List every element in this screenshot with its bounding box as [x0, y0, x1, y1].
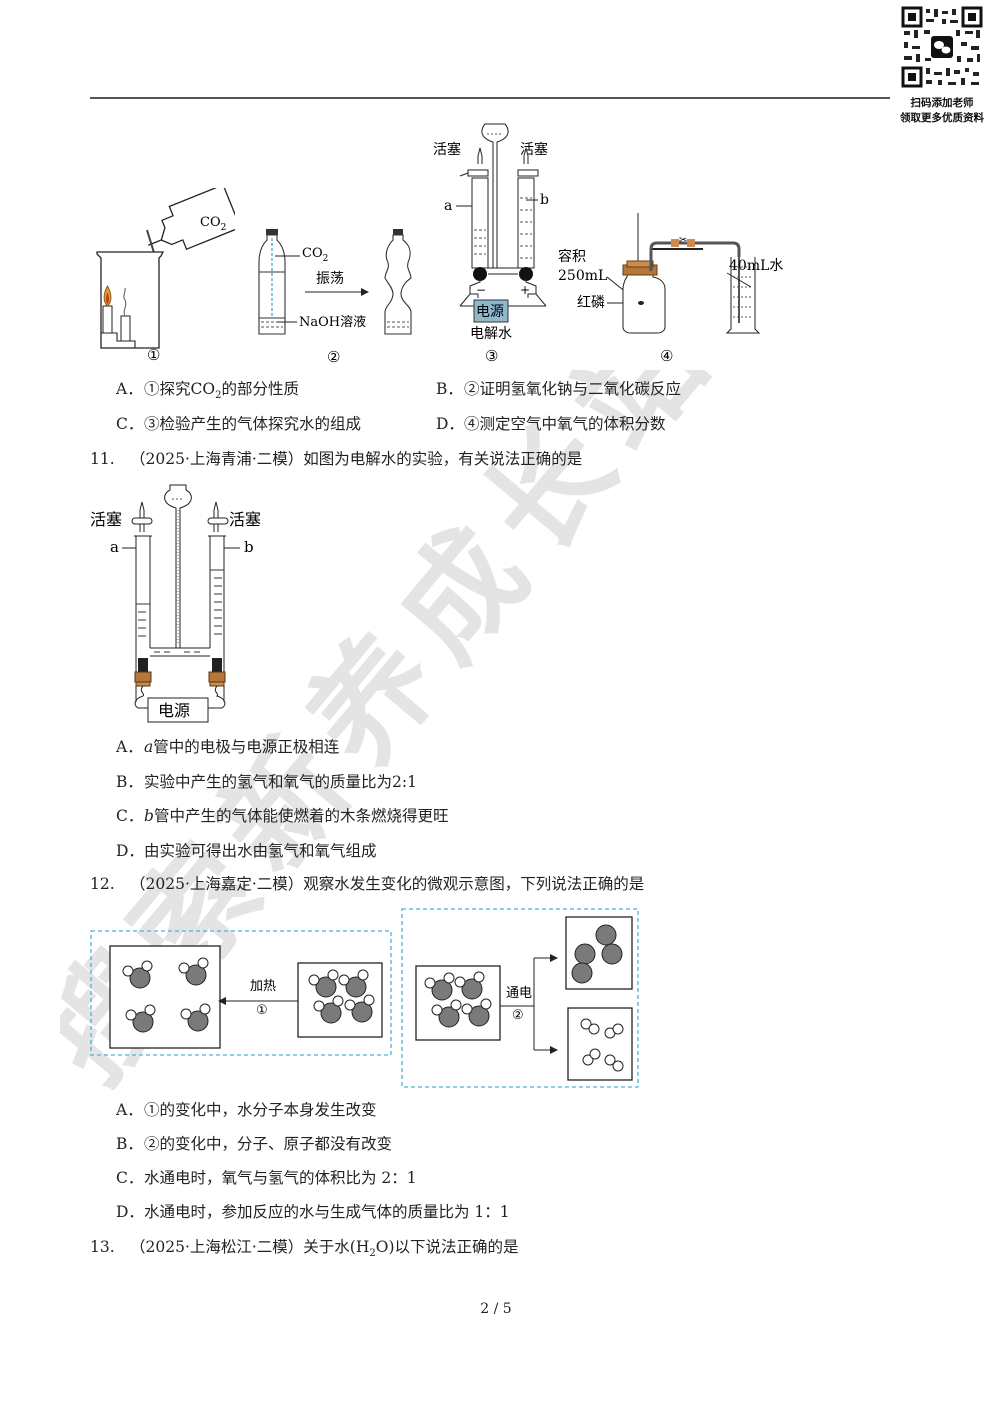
q12-option-b[interactable]: B．②的变化中，分子、原子都没有改变	[116, 1135, 393, 1153]
q11-tube-b: b	[244, 538, 254, 556]
figure-1-co2-candles: CO2 ①	[96, 188, 235, 363]
figure-3-electrolysis: 活塞 活塞 a b − + 电源 电解水 ③	[433, 123, 549, 365]
page-number: 2 / 5	[480, 1301, 512, 1317]
fig3-tube-b: b	[540, 192, 549, 208]
process2-frame	[401, 908, 639, 1088]
process1-num: ①	[256, 1003, 268, 1018]
q11-option-c[interactable]: C．b管中产生的气体能使燃着的木条燃烧得更旺	[116, 807, 449, 825]
fig4-water: 40mL水	[729, 258, 783, 274]
process1-frame	[90, 930, 392, 1056]
qr-caption-line2: 领取更多优质资料	[900, 112, 984, 124]
q11-left-valve: 活塞	[90, 510, 122, 529]
fig3-caption: ③	[485, 347, 498, 365]
q13-stem: 13.（2025·上海松江·二模）关于水(H2O)以下说法正确的是	[90, 1238, 519, 1260]
q11-stem: 11.（2025·上海青浦·二模）如图为电解水的实验，有关说法正确的是	[90, 450, 583, 468]
qr-caption-line1: 扫码添加老师	[910, 97, 974, 109]
q12-option-d[interactable]: D．水通电时，参加反应的水与生成气体的质量比为 1：1	[116, 1203, 510, 1221]
fig4-phosphorus: 红磷	[577, 295, 605, 311]
q11-power: 电源	[158, 701, 190, 720]
figure-2-naoh-bottle: CO2 振荡 NaOH溶液 ②	[258, 229, 412, 366]
fig2-gas-label: CO2	[302, 246, 328, 264]
svg-text:✂: ✂	[679, 235, 687, 246]
q11-option-a[interactable]: A．a管中的电极与电源正极相连	[116, 738, 340, 756]
q11-electrolysis-figure: 活塞 活塞 a b 电源	[90, 484, 261, 723]
q10-option-b[interactable]: B．②证明氢氧化钠与二氧化碳反应	[436, 380, 682, 398]
q12-option-c[interactable]: C．水通电时，氧气与氢气的体积比为 2：1	[116, 1169, 417, 1187]
qr-code-icon[interactable]	[901, 6, 983, 88]
fig3-tube-a: a	[444, 198, 452, 214]
q11-option-d[interactable]: D．由实验可得出水由氢气和氧气组成	[116, 842, 377, 860]
process2-num: ②	[512, 1008, 524, 1023]
figure-4-oxygen-measurement: 容积 250mL 红磷 ✂ 40mL水 ④	[558, 213, 783, 365]
fig3-title: 电解水	[470, 326, 512, 342]
svg-text:−: −	[476, 283, 486, 297]
q10-option-a[interactable]: A．①探究CO2的部分性质	[116, 380, 299, 402]
fig4-volume-1: 容积	[558, 248, 586, 265]
svg-text:+: +	[520, 283, 530, 297]
fig3-left-valve: 活塞	[433, 141, 461, 158]
process2-label: 通电	[506, 986, 532, 1001]
q12-stem: 12.（2025·上海嘉定·二模）观察水发生变化的微观示意图，下列说法正确的是	[90, 875, 645, 893]
fig2-caption: ②	[327, 348, 340, 366]
q12-molecular-diagram: 加热 ① 通电 ②	[90, 908, 639, 1088]
q10-option-c[interactable]: C．③检验产生的气体探究水的组成	[116, 415, 362, 433]
fig3-power: 电源	[476, 304, 504, 320]
fig2-liquid-label: NaOH溶液	[299, 315, 366, 330]
q12-option-a[interactable]: A．①的变化中，水分子本身发生改变	[116, 1101, 377, 1119]
header-rule	[90, 97, 890, 99]
fig1-caption: ①	[147, 346, 160, 363]
q10-option-d[interactable]: D．④测定空气中氧气的体积分数	[436, 415, 666, 433]
fig1-bottle-label: CO2	[200, 215, 226, 233]
fig4-caption: ④	[660, 347, 673, 365]
q11-right-valve: 活塞	[229, 510, 261, 529]
process1-label: 加热	[250, 979, 276, 994]
q11-option-b[interactable]: B．实验中产生的氢气和氧气的质量比为2:1	[116, 773, 417, 791]
q11-tube-a: a	[110, 538, 119, 556]
fig4-volume-2: 250mL	[558, 268, 607, 284]
fig2-arrow-label: 振荡	[316, 271, 344, 287]
